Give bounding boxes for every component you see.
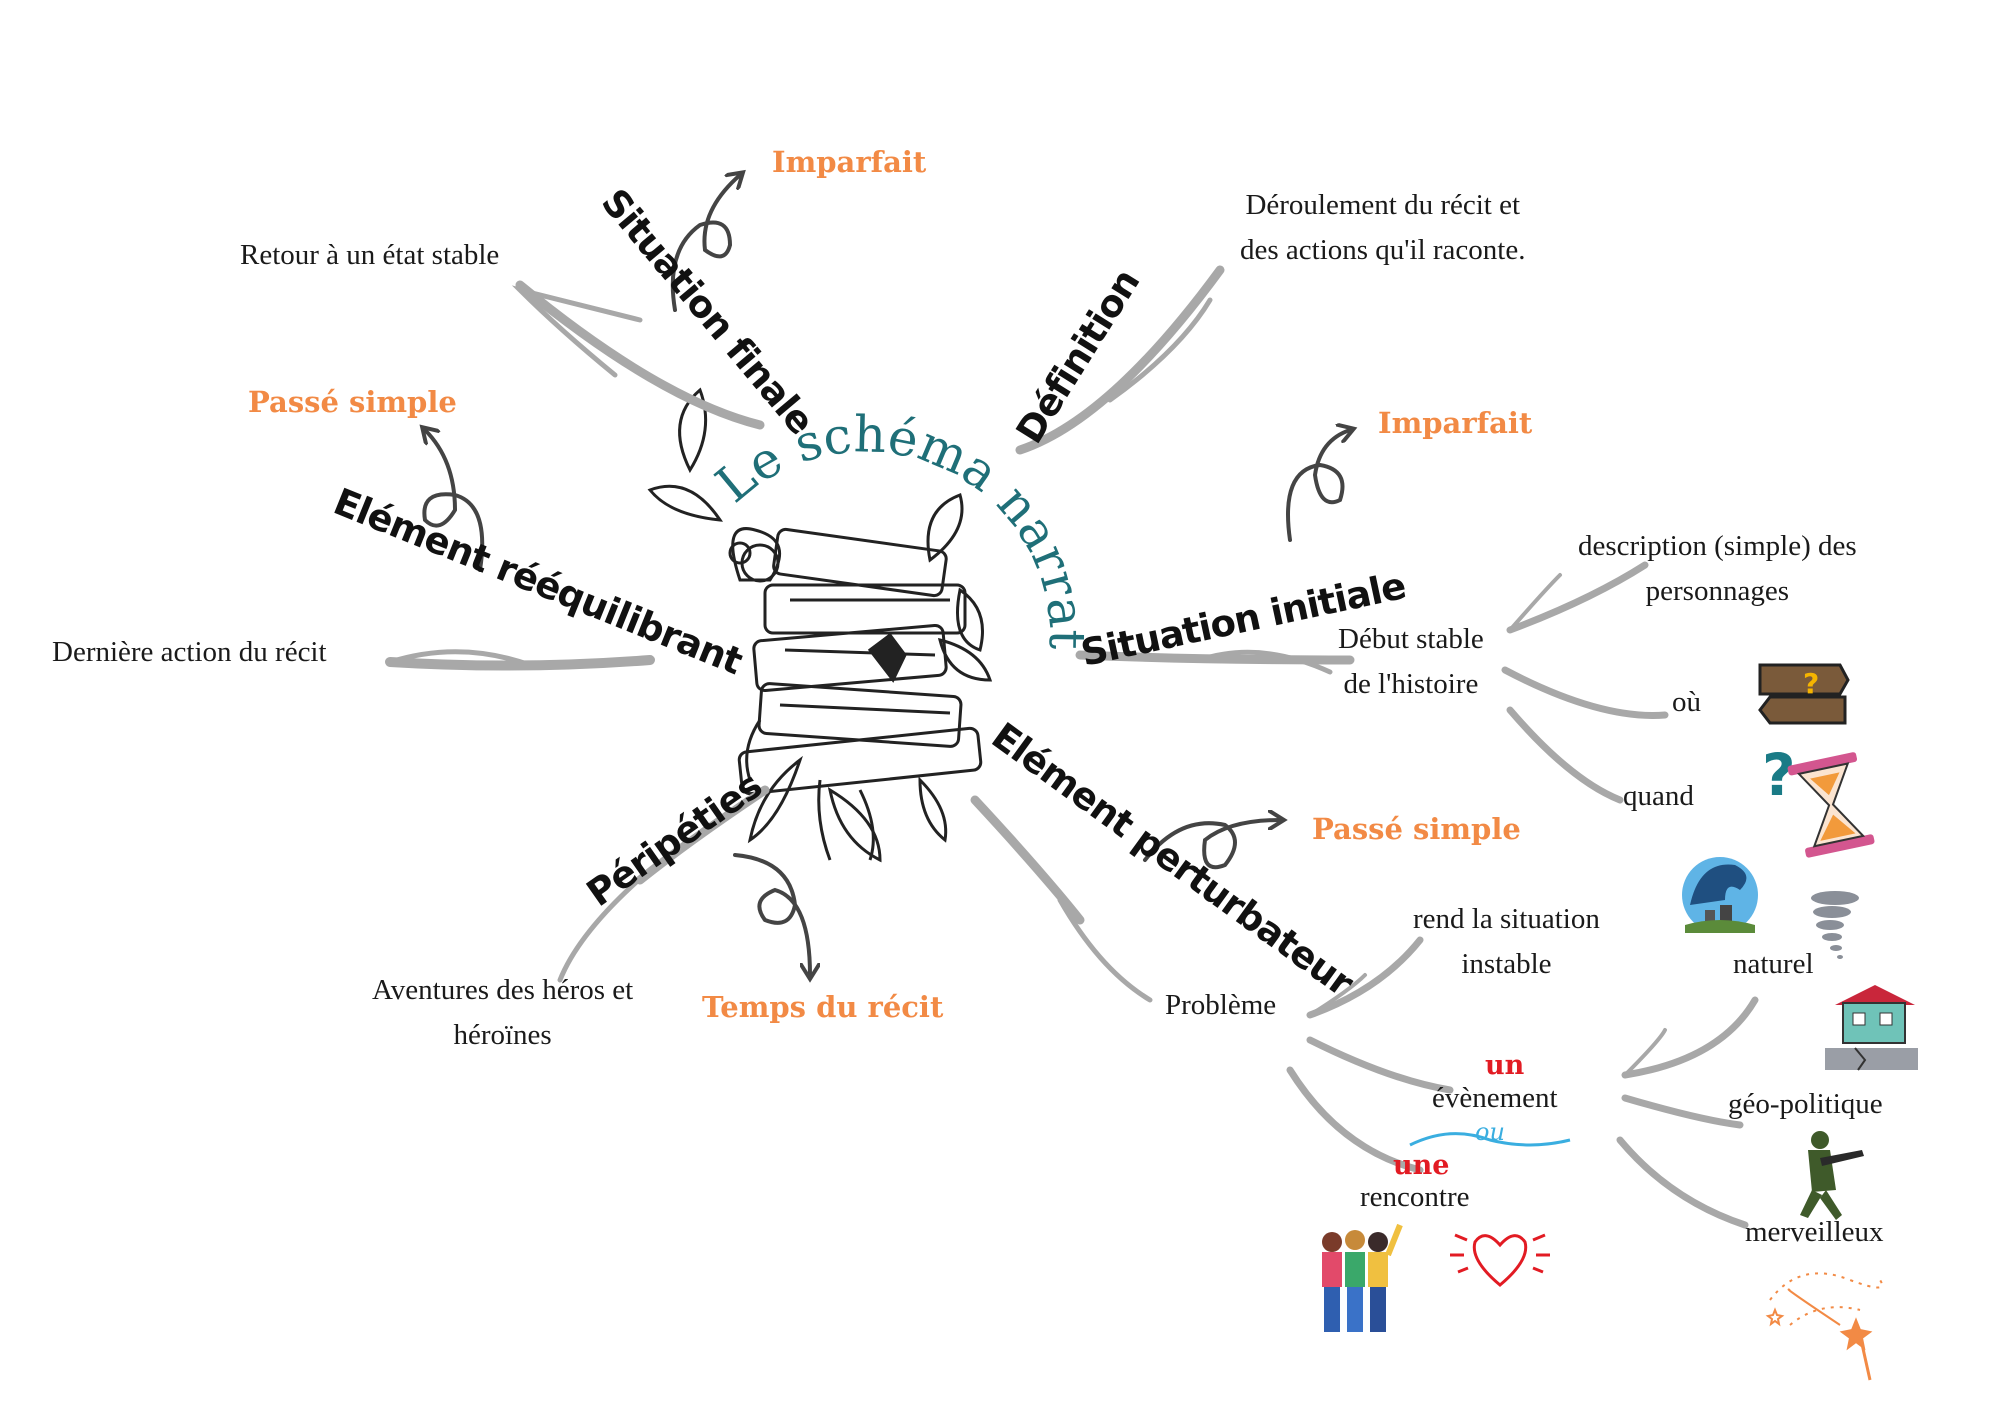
- heart-icon: [1450, 1233, 1550, 1287]
- desc-definition: Déroulement du récit et des actions qu'i…: [1240, 183, 1525, 273]
- type-merveilleux: merveilleux: [1745, 1216, 1884, 1248]
- desc-situation-initiale-line1: Début stable: [1338, 623, 1484, 655]
- desc-element-reequilibrant: Dernière action du récit: [52, 636, 327, 668]
- desc-element-perturbateur: Problème: [1165, 989, 1277, 1021]
- desc-situation-finale: Retour à un état stable: [240, 239, 500, 271]
- sub-description-line2: personnages: [1645, 574, 1789, 607]
- soldier-icon: [1800, 1131, 1864, 1220]
- sub-instable-line1: rend la situation: [1413, 903, 1600, 935]
- desc-definition-line2: des actions qu'il raconte.: [1240, 233, 1526, 266]
- tense-arrows: [424, 175, 1350, 975]
- desc-peripeties-line1: Aventures des héros et: [372, 974, 634, 1006]
- desc-peripeties-line2: héroïnes: [453, 1018, 552, 1051]
- desc-situation-initiale-line2: de l'histoire: [1343, 667, 1479, 700]
- article-un: un: [1485, 1050, 1525, 1081]
- friends-icon: [1322, 1223, 1403, 1332]
- tense-element-perturbateur: Passé simple: [1312, 812, 1521, 846]
- desc-definition-line1: Déroulement du récit et: [1245, 189, 1521, 221]
- sub-quand: quand: [1623, 780, 1694, 812]
- type-geo-politique: géo-politique: [1728, 1088, 1883, 1120]
- sub-rencontre: rencontre: [1360, 1181, 1470, 1213]
- tense-situation-finale: Imparfait: [772, 145, 927, 179]
- tense-peripeties: Temps du récit: [702, 990, 944, 1024]
- svg-text:?: ?: [1803, 667, 1819, 700]
- type-naturel: naturel: [1733, 948, 1814, 980]
- hourglass-question-icon: ?: [1762, 741, 1875, 858]
- earthquake-house-icon: [1825, 985, 1918, 1071]
- map-title-path: Le schéma narratif: [0, 0, 1096, 650]
- sub-evenement: évènement: [1432, 1082, 1558, 1114]
- tense-situation-initiale: Imparfait: [1378, 406, 1533, 440]
- sub-instable-line2: instable: [1461, 947, 1552, 980]
- tornado-icon: [1811, 891, 1859, 959]
- tense-element-reequilibrant: Passé simple: [248, 385, 457, 419]
- ou-underline: [1409, 1132, 1571, 1147]
- sub-ou: où: [1672, 686, 1701, 718]
- article-une: une: [1393, 1150, 1450, 1181]
- books-icon: [647, 387, 993, 863]
- sub-rend-instable: rend la situation instable: [1413, 897, 1600, 987]
- tsunami-icon: [1682, 857, 1758, 933]
- magic-wand-icon: [1765, 1272, 1883, 1381]
- signpost-question-icon: ?: [1758, 663, 1850, 725]
- ou-word: ou: [1475, 1118, 1505, 1146]
- map-title: Le schéma narratif: [0, 0, 1096, 650]
- desc-situation-initiale: Début stable de l'histoire: [1338, 617, 1484, 707]
- sub-description-line1: description (simple) des: [1578, 530, 1857, 562]
- desc-peripeties: Aventures des héros et héroïnes: [372, 968, 633, 1058]
- branch-lines: [385, 265, 1759, 1229]
- sub-description-personnages: description (simple) des personnages: [1578, 524, 1857, 614]
